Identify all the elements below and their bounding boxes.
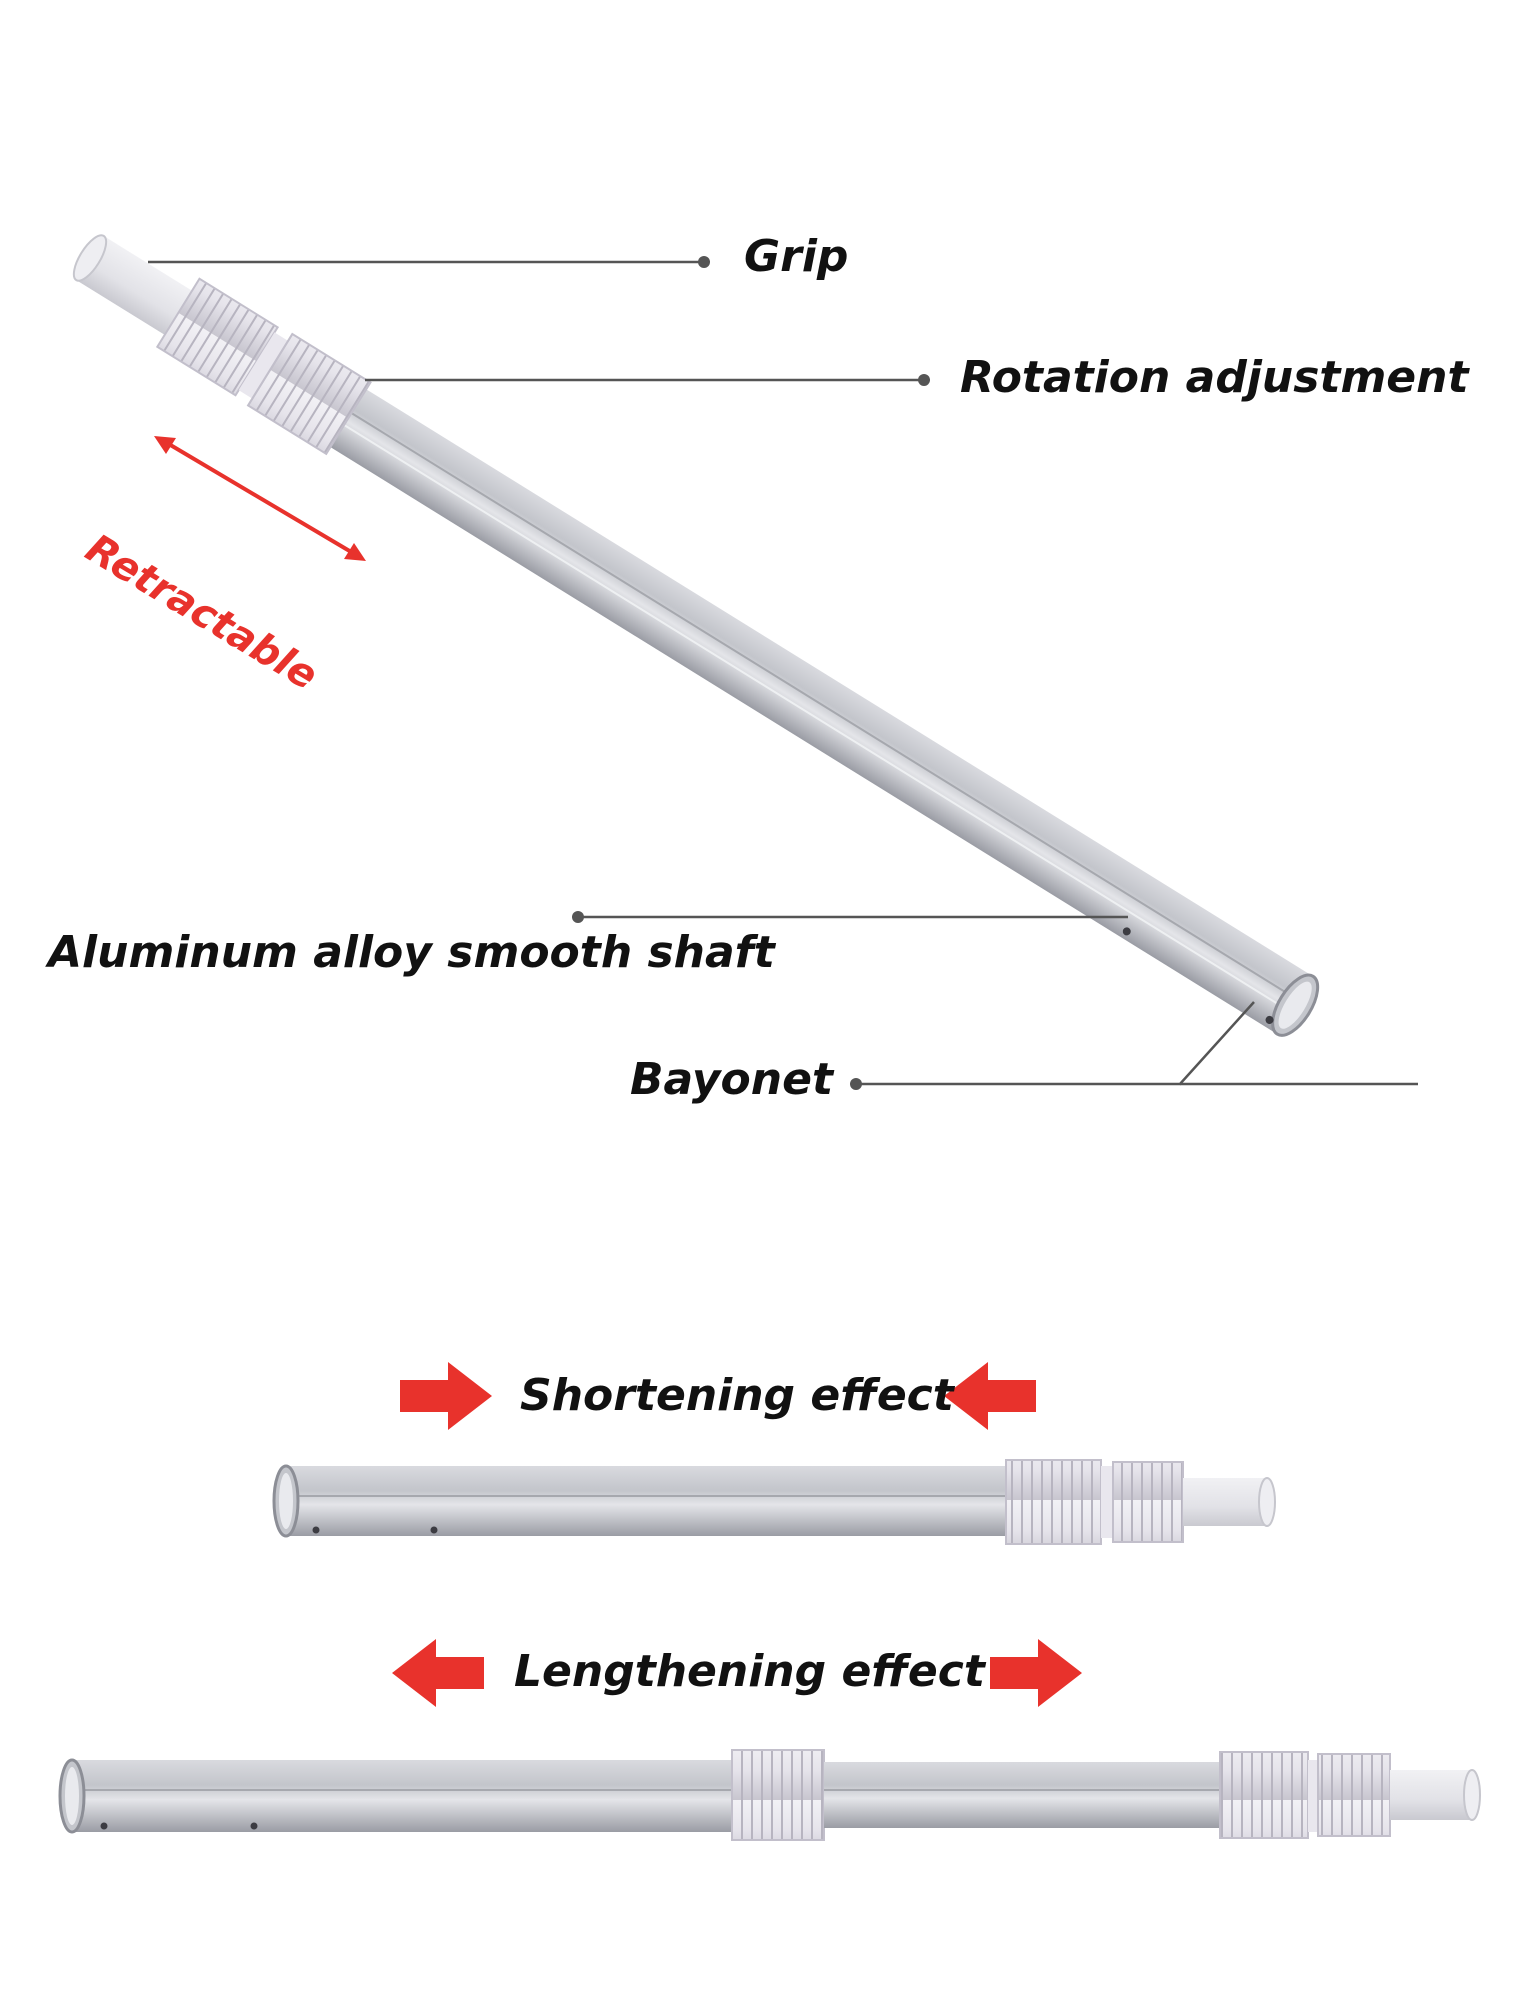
grip-leader-dot (698, 256, 710, 268)
shortened-pole (272, 1459, 1276, 1545)
lengthening-effect-label: Lengthening effect (514, 1646, 985, 1697)
grip-label: Grip (744, 231, 849, 282)
bayonet-label: Bayonet (630, 1054, 833, 1105)
main-pole (72, 234, 1320, 1037)
arrow-right-icon (400, 1362, 492, 1430)
arrow-left-icon (944, 1362, 1036, 1430)
bayonet-leader (858, 1001, 1255, 1086)
grip-tube (76, 235, 198, 339)
leader-lines (148, 260, 1418, 1086)
arrow-left-icon (392, 1639, 484, 1707)
shaft-leader-dot (572, 911, 584, 923)
rotation-leader-dot (918, 374, 930, 386)
bayonet-hole (1122, 927, 1131, 936)
shortening-effect-label: Shortening effect (520, 1370, 954, 1421)
rotation-adjustment-label: Rotation adjustment (960, 352, 1469, 403)
aluminum-shaft-label: Aluminum alloy smooth shaft (48, 927, 775, 978)
arrow-right-icon (990, 1639, 1082, 1707)
retractable-double-arrow-icon (154, 436, 366, 561)
bayonet-leader-dot (850, 1078, 862, 1090)
bayonet-hole (1265, 1015, 1274, 1024)
lengthened-pole (58, 1749, 1481, 1841)
rotation-sleeve (246, 332, 372, 456)
